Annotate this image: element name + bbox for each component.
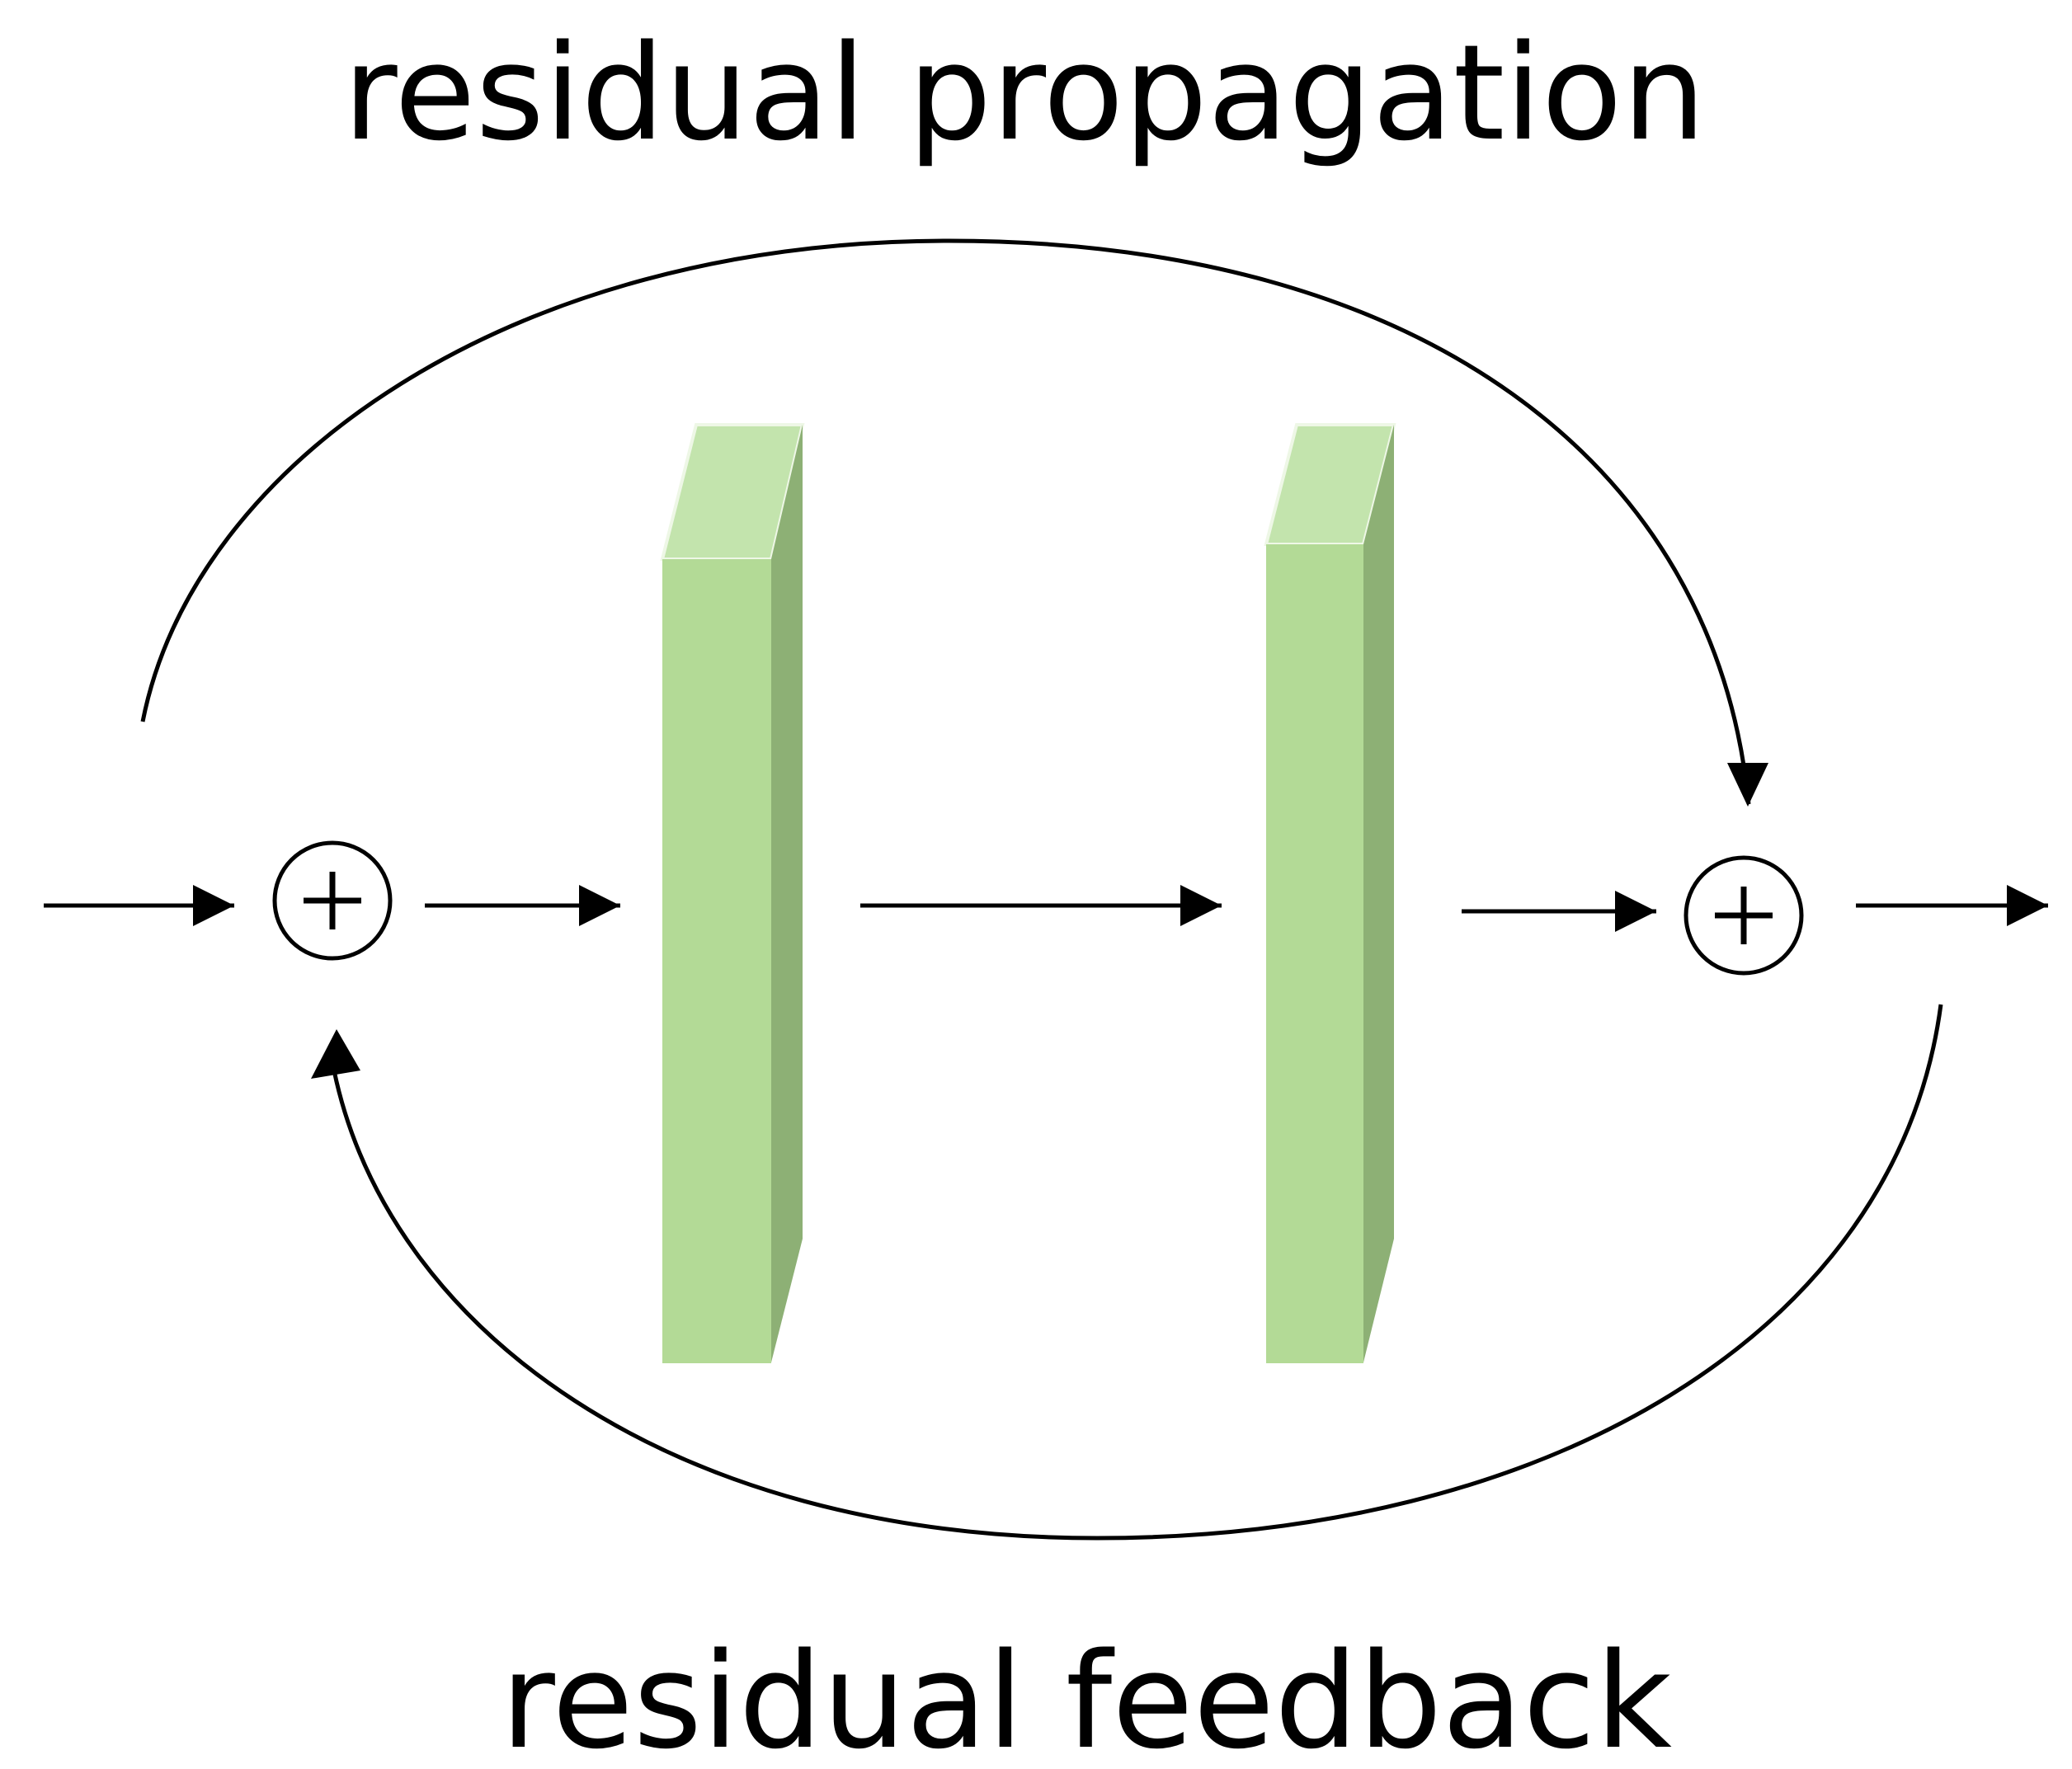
bottom-label: residual feedback xyxy=(501,1624,1672,1769)
layer-block-2 xyxy=(1264,423,1396,1363)
block1-side-face xyxy=(771,425,803,1362)
block1-front-face xyxy=(662,559,771,1363)
layer-block-1 xyxy=(660,423,805,1363)
sum-node-right xyxy=(1684,855,1804,976)
residual-propagation-arc xyxy=(140,238,1751,805)
block2-side-face xyxy=(1363,425,1394,1362)
sum-node-left xyxy=(272,840,393,961)
propagation-arrowhead xyxy=(1727,763,1768,807)
residual-feedback-arc xyxy=(332,1004,1943,1541)
block2-front-face xyxy=(1266,544,1363,1363)
top-label: residual propagation xyxy=(343,16,1706,170)
feedback-arrowhead xyxy=(311,1029,360,1079)
